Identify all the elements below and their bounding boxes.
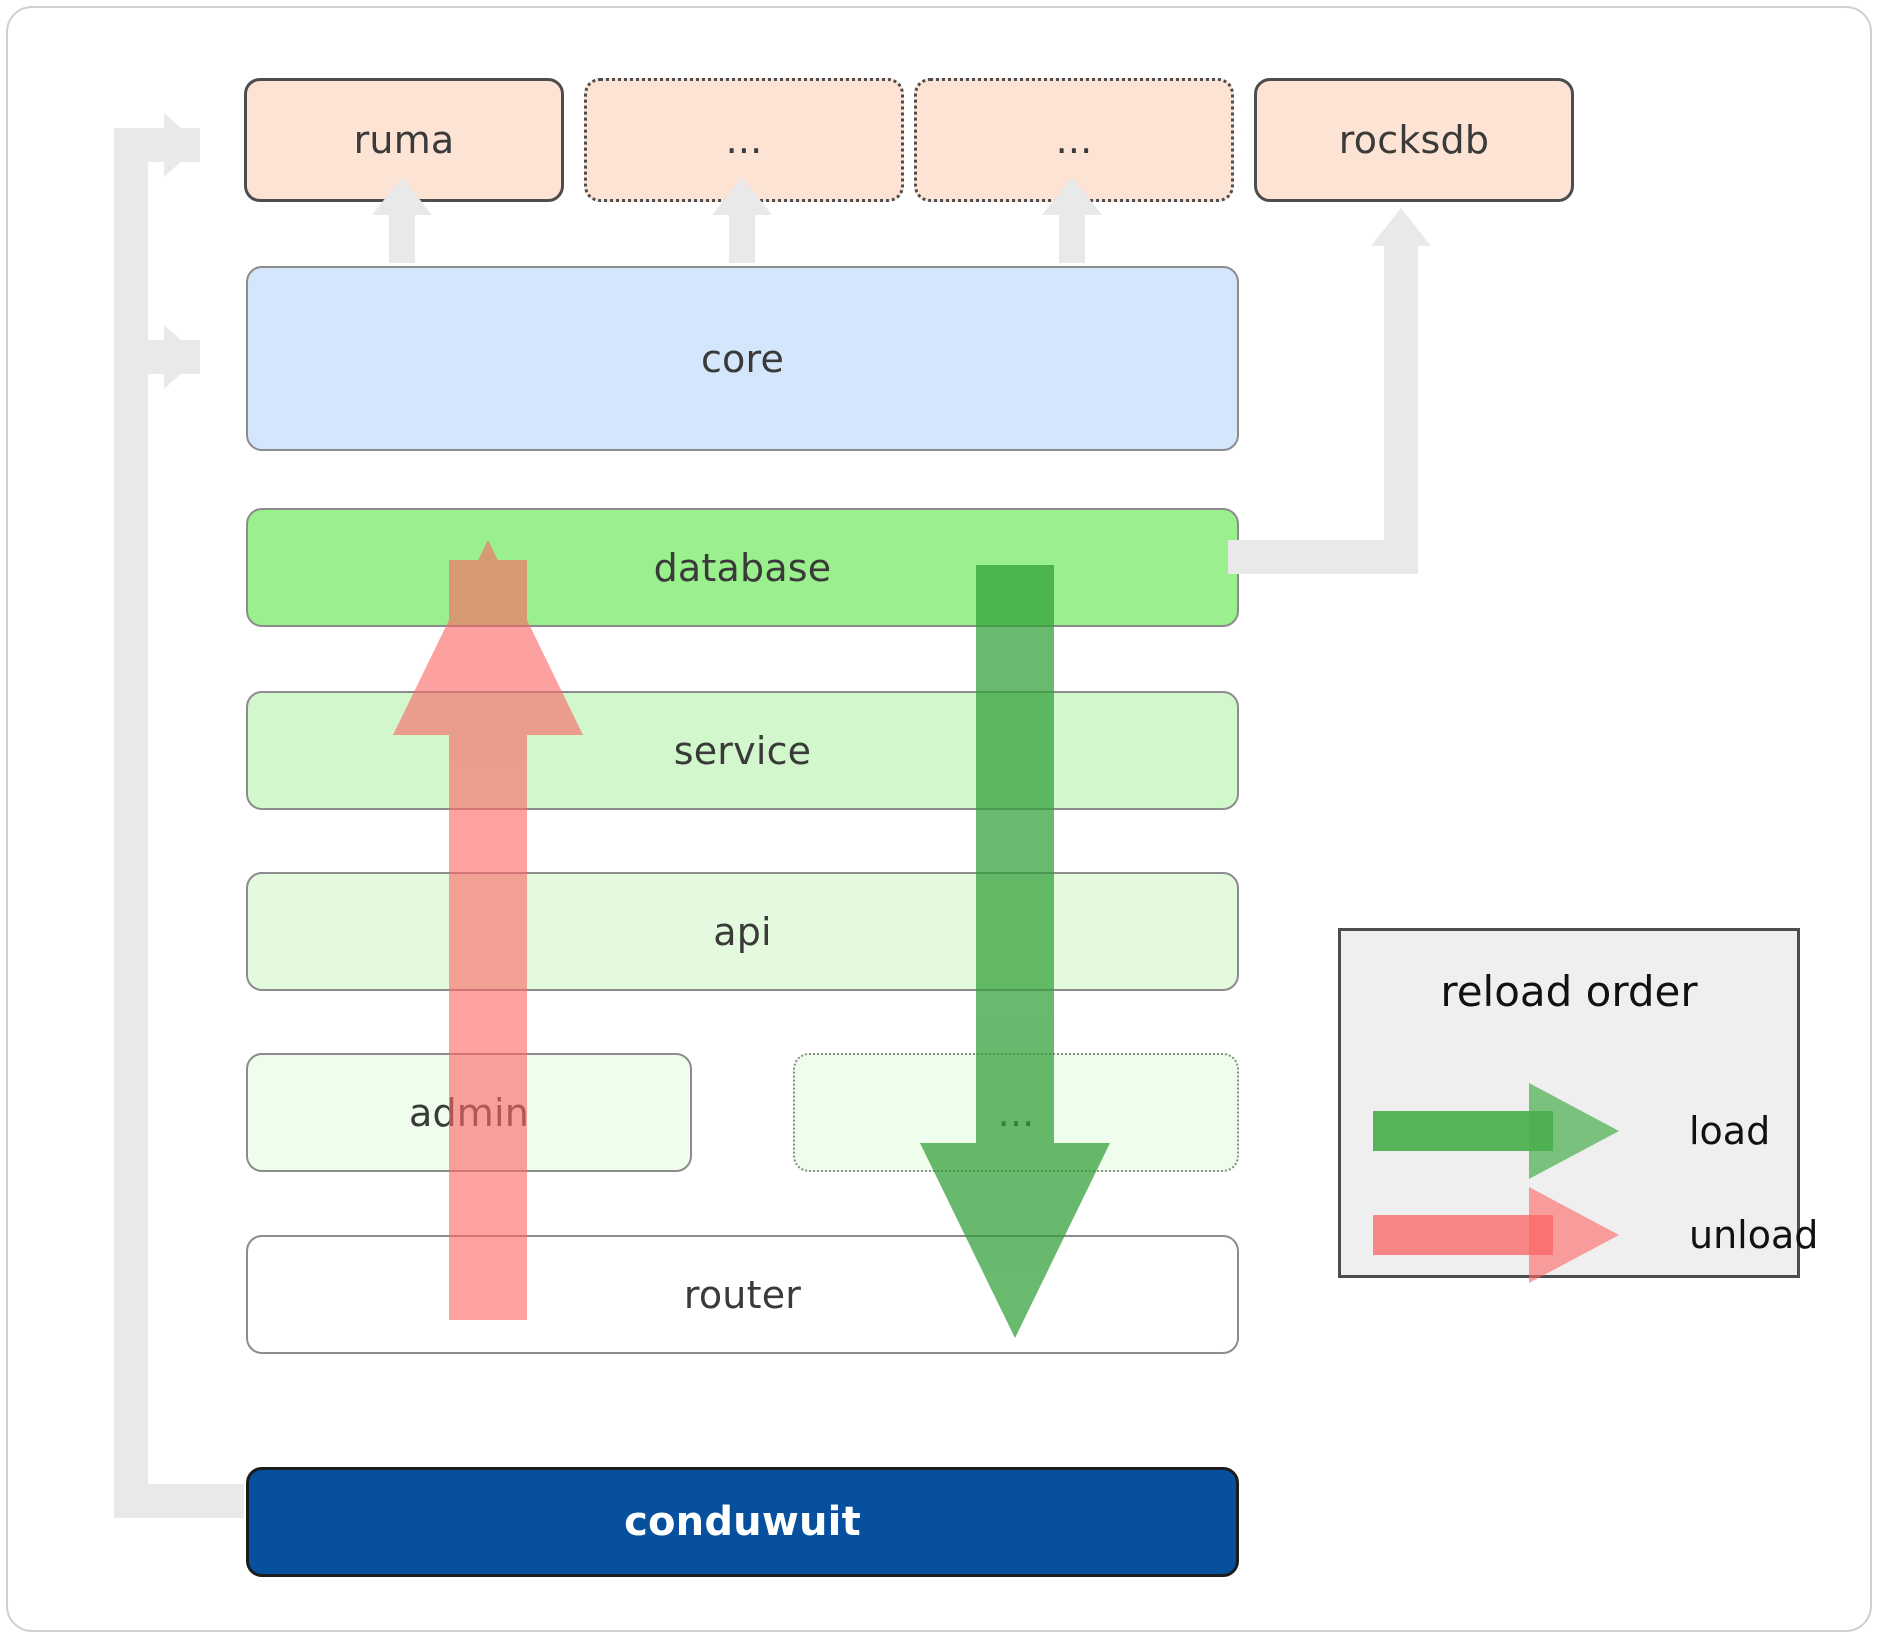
connector-core-to-ruma-arrow	[372, 177, 432, 215]
legend-label-unload: unload	[1689, 1213, 1819, 1257]
connector-trunk-to-root	[114, 1484, 244, 1518]
layer-label-admin: admin	[408, 1090, 530, 1135]
layer-label-database: database	[653, 545, 832, 590]
dependency-label-ruma: ruma	[353, 118, 455, 162]
dependency-label-dep2: ...	[725, 118, 763, 162]
layer-label-router: router	[683, 1272, 802, 1317]
legend-arrow-load	[1373, 1083, 1619, 1179]
diagram-frame	[6, 6, 1872, 1632]
layer-node-more[interactable]: ...	[793, 1053, 1239, 1172]
layer-node-database[interactable]: database	[246, 508, 1239, 627]
core-node[interactable]: core	[246, 266, 1239, 451]
connector-core-to-dep3-stem	[1059, 213, 1085, 263]
layer-label-more: ...	[997, 1090, 1035, 1135]
connector-database-to-rocksdb-arrow	[1371, 208, 1431, 246]
layer-node-admin[interactable]: admin	[246, 1053, 692, 1172]
connector-core-to-dep2-arrow	[712, 177, 772, 215]
layer-node-router[interactable]: router	[246, 1235, 1239, 1354]
legend-title: reload order	[1440, 967, 1698, 1016]
layer-node-api[interactable]: api	[246, 872, 1239, 991]
core-label: core	[700, 336, 785, 381]
root-label-conduwuit: conduwuit	[624, 1499, 861, 1545]
dependency-label-rocksdb: rocksdb	[1338, 118, 1490, 162]
connector-arrow-ruma	[164, 113, 200, 177]
root-node-conduwuit[interactable]: conduwuit	[246, 1467, 1239, 1577]
dependency-node-rocksdb[interactable]: rocksdb	[1254, 78, 1574, 202]
connector-database-to-rocksdb-vertical	[1384, 245, 1418, 565]
layer-node-service[interactable]: service	[246, 691, 1239, 810]
connector-core-to-ruma-stem	[389, 213, 415, 263]
layer-label-service: service	[673, 728, 812, 773]
connector-core-to-dep2-stem	[729, 213, 755, 263]
connector-arrow-core	[164, 325, 200, 389]
connector-core-to-dep3-arrow	[1042, 177, 1102, 215]
legend-label-load: load	[1689, 1109, 1771, 1153]
legend-box: reload order load unload	[1338, 928, 1818, 1283]
dependency-label-dep3: ...	[1055, 118, 1093, 162]
legend-arrow-unload	[1373, 1187, 1619, 1283]
connector-trunk-vertical	[114, 128, 148, 1518]
layer-label-api: api	[713, 909, 772, 954]
